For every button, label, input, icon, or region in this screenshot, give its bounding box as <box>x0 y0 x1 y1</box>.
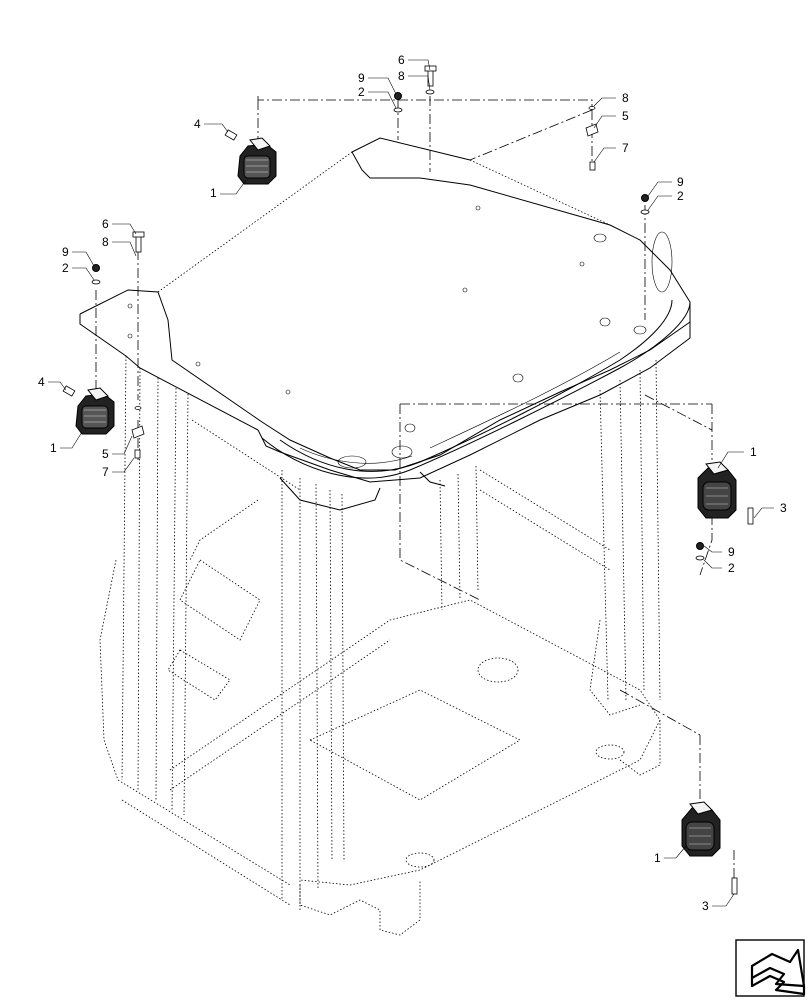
callout-c4: 2 <box>358 85 365 99</box>
callout-c17: 1 <box>50 441 57 455</box>
callout-c1: 6 <box>398 53 405 67</box>
callout-c12: 6 <box>102 217 109 231</box>
work-lamp-rear-left[interactable] <box>237 137 277 185</box>
callout-c9: 7 <box>622 141 629 155</box>
hardware <box>62 65 754 895</box>
callout-c11: 2 <box>677 189 684 203</box>
callout-c14: 9 <box>62 245 69 259</box>
callout-c15: 2 <box>62 261 69 275</box>
callout-c18: 5 <box>102 447 109 461</box>
callout-c3: 9 <box>358 71 365 85</box>
callout-c23: 2 <box>728 561 735 575</box>
callout-c20: 1 <box>750 445 757 459</box>
callout-c13: 8 <box>102 235 109 249</box>
callout-c10: 9 <box>677 175 684 189</box>
leader-lines <box>48 59 774 907</box>
work-lamp-front-left[interactable] <box>75 387 115 435</box>
callout-c7: 8 <box>622 91 629 105</box>
callout-c8: 5 <box>622 109 629 123</box>
cab-roof <box>79 137 691 511</box>
callout-c6: 1 <box>210 186 217 200</box>
callout-c24: 1 <box>654 851 661 865</box>
cab-frame <box>99 355 661 936</box>
callout-c19: 7 <box>102 465 109 479</box>
callout-c21: 3 <box>780 501 787 515</box>
work-lamp-lower-right[interactable] <box>681 801 721 857</box>
assembly-lines <box>95 96 735 880</box>
callout-c25: 3 <box>702 899 709 913</box>
callout-c2: 8 <box>398 69 405 83</box>
work-lamp-front-right[interactable] <box>697 461 737 519</box>
callout-c22: 9 <box>728 545 735 559</box>
callout-c16: 4 <box>38 375 45 389</box>
callout-c5: 4 <box>194 117 201 131</box>
next-page-arrow-icon[interactable] <box>735 939 806 997</box>
